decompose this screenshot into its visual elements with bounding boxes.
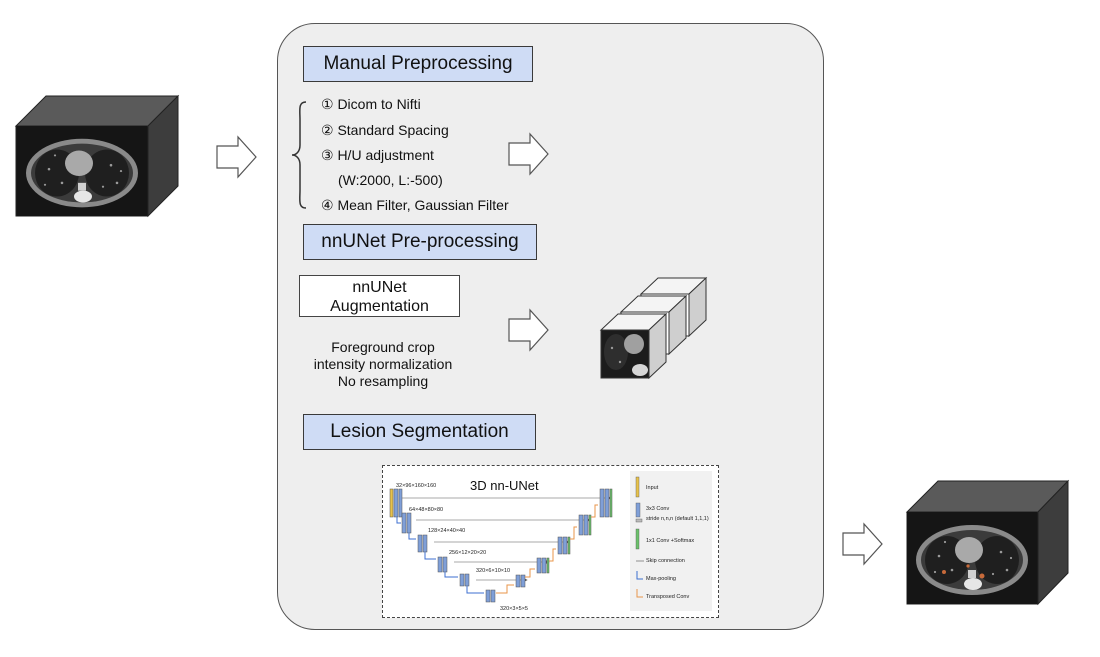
legend-stride: stride n,n,n (default 1,1,1) (646, 516, 709, 522)
preprocessing-notes: Foreground crop intensity normalization … (298, 339, 468, 390)
nnunet-augmentation-box: nnUNet Augmentation (299, 275, 460, 317)
level-label-3: 128×24×40×40 (428, 528, 466, 534)
manual-step-3: ③ H/U adjustment (321, 147, 434, 163)
manual-step-1: ① Dicom to Nifti (321, 96, 421, 112)
legend-transposed-conv: Transposed Conv (646, 594, 690, 600)
brace-icon (291, 101, 307, 209)
manual-step-2: ② Standard Spacing (321, 122, 449, 138)
note-no-resampling: No resampling (337, 373, 429, 389)
legend-input: Input (646, 485, 659, 491)
legend-3x3-conv: 3x3 Conv (646, 506, 670, 512)
level-label-1: 32×96×160×160 (396, 483, 437, 489)
unet-blocks (389, 471, 712, 611)
note-intensity-normalization: intensity normalization (313, 356, 453, 372)
manual-step-4: ④ Mean Filter, Gaussian Filter (321, 197, 509, 213)
note-foreground-crop: Foreground crop (331, 339, 435, 355)
architecture-title: 3D nn-UNet (470, 478, 539, 493)
level-label-4: 256×12×20×20 (449, 550, 487, 556)
level-label-2: 64×48×80×80 (409, 507, 444, 513)
arrow-right-icon (508, 308, 549, 352)
legend-skip: Skip connection (646, 558, 685, 564)
augmentation-line-2: Augmentation (330, 298, 429, 315)
arrow-right-icon (842, 522, 883, 566)
legend-1x1-conv: 1x1 Conv +Softmax (646, 538, 695, 544)
manual-step-3-detail: (W:2000, L:-500) (338, 172, 443, 188)
lesion-segmentation-header: Lesion Segmentation (303, 414, 536, 450)
legend-max-pooling: Max-pooling (646, 576, 676, 582)
manual-preprocessing-header: Manual Preprocessing (303, 46, 533, 82)
arrow-right-icon (508, 132, 549, 176)
patch-cubes (599, 276, 708, 380)
level-label-5: 320×6×10×10 (476, 568, 511, 574)
nnunet-preprocessing-header: nnUNet Pre-processing (303, 224, 537, 260)
augmentation-line-1: nnUNet (352, 279, 407, 296)
arrow-right-icon (216, 135, 257, 179)
level-label-6: 320×3×5×5 (500, 606, 528, 612)
